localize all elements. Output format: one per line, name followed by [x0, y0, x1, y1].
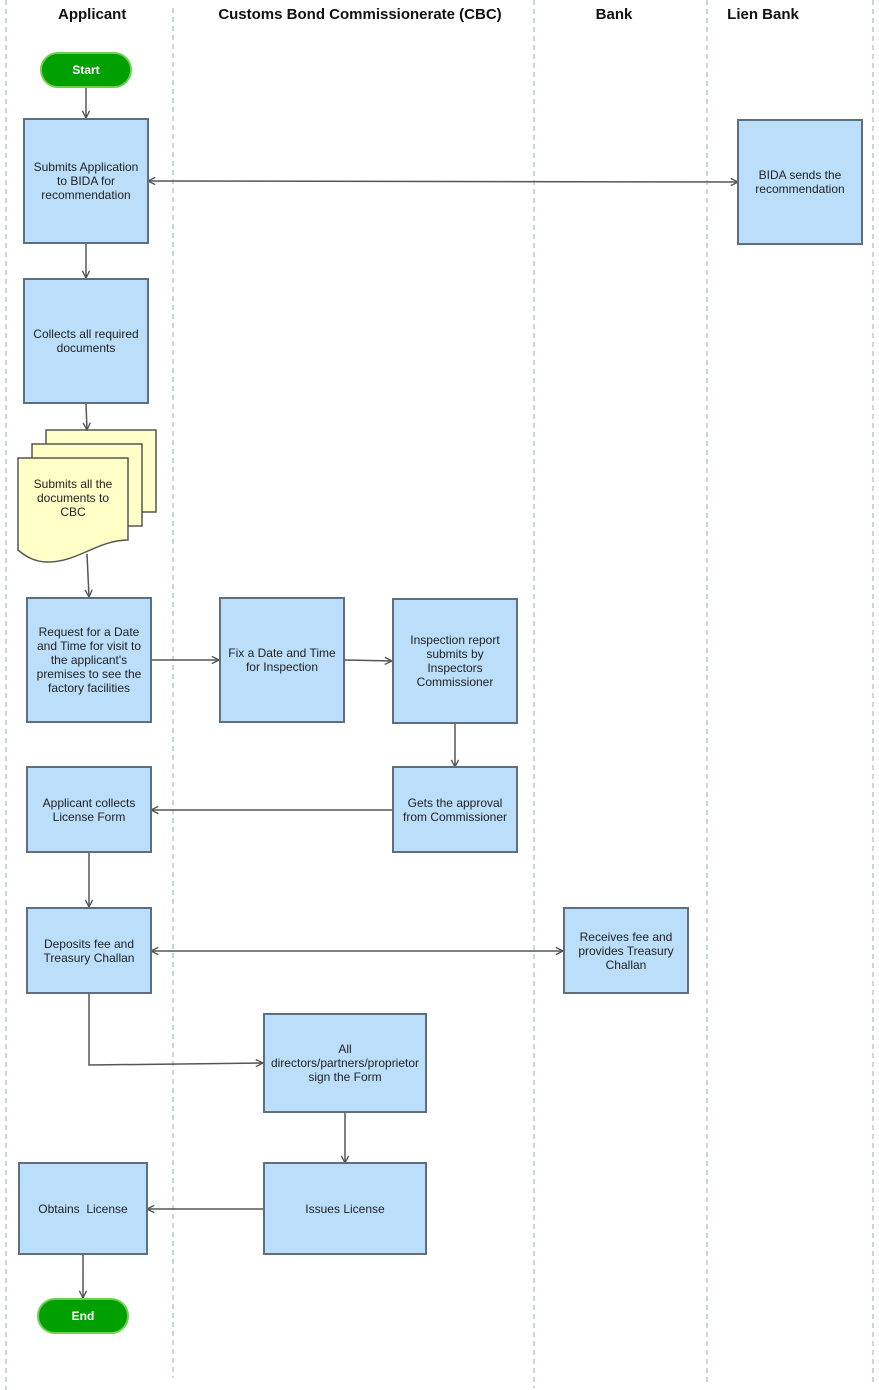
node-receive-fee: Receives fee and provides Treasury Chall… — [563, 907, 689, 994]
node-sign-form: All directors/partners/proprietor sign t… — [263, 1013, 427, 1113]
node-bida-recommendation: BIDA sends the recommendation — [737, 119, 863, 245]
lane-title-applicant: Applicant — [58, 6, 127, 23]
node-collect-documents: Collects all required documents — [23, 278, 149, 404]
lane-title-lien-bank: Lien Bank — [727, 6, 799, 23]
lane-dividers — [5, 0, 874, 1390]
start-terminal: Start — [40, 52, 132, 88]
lane-title-bank: Bank — [595, 6, 633, 23]
node-deposit-fee: Deposits fee and Treasury Challan — [26, 907, 152, 994]
node-fix-inspection-date: Fix a Date and Time for Inspection — [219, 597, 345, 723]
node-collect-license-form: Applicant collects License Form — [26, 766, 152, 853]
lane-title-cbc: Customs Bond Commissionerate (CBC) — [218, 6, 502, 23]
node-obtain-license: Obtains License — [18, 1162, 148, 1255]
node-commissioner-approval: Gets the approval from Commissioner — [392, 766, 518, 853]
node-submit-application-bida: Submits Application to BIDA for recommen… — [23, 118, 149, 244]
connectors — [83, 88, 738, 1298]
document-stack-shape — [17, 429, 157, 563]
node-submit-documents-cbc: Submits all the documents to CBC — [33, 477, 113, 519]
node-inspection-report: Inspection report submits by Inspectors … — [392, 598, 518, 724]
node-issue-license: Issues License — [263, 1162, 427, 1255]
end-terminal: End — [37, 1298, 129, 1334]
node-request-visit-date: Request for a Date and Time for visit to… — [26, 597, 152, 723]
